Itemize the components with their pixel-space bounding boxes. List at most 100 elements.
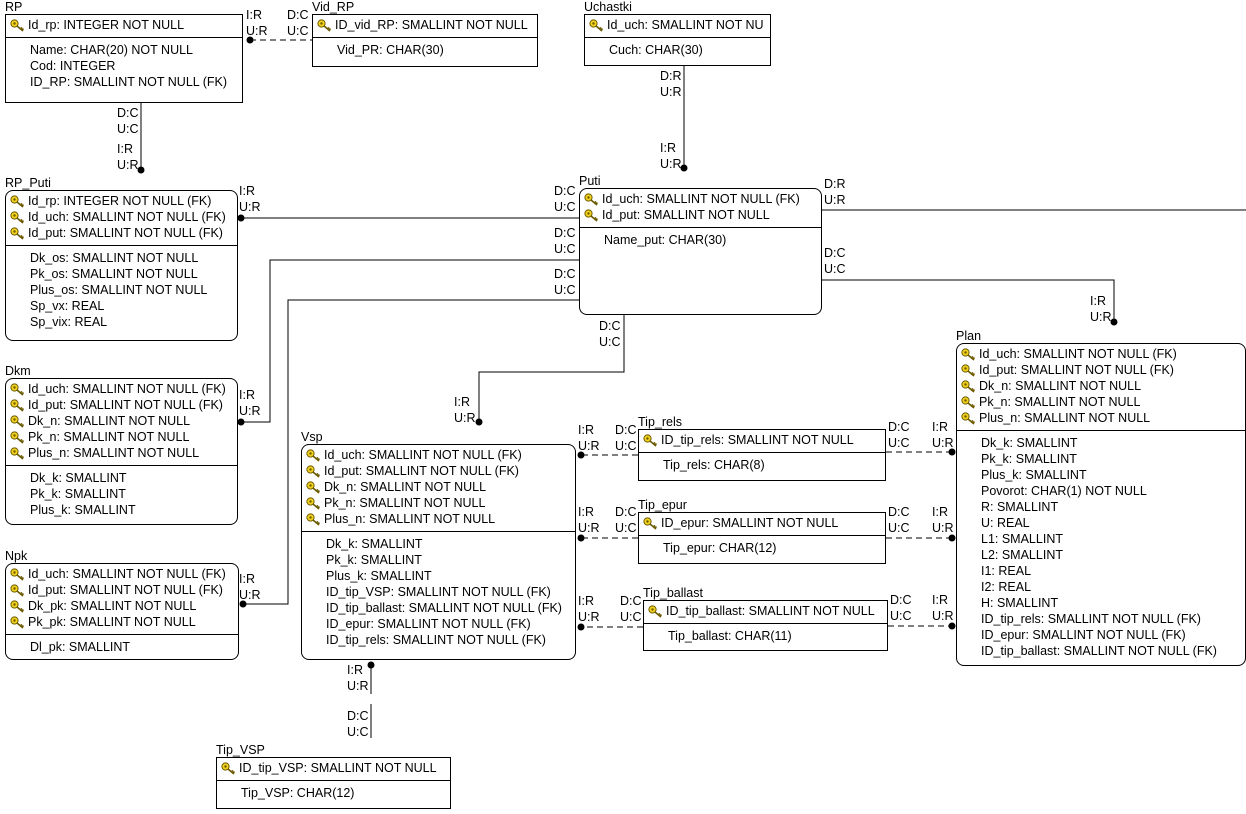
field-label: Pk_n: SMALLINT NOT NULL <box>28 430 190 444</box>
link-endpoint <box>237 418 245 426</box>
primary-key-field: Id_uch: SMALLINT NOT NULL (FK) <box>6 381 237 397</box>
key-icon <box>643 434 661 447</box>
link-endpoint <box>237 214 245 222</box>
attribute-field: U: REAL <box>981 516 1030 530</box>
field-label: Id_rp: INTEGER NOT NULL (FK) <box>28 194 212 208</box>
primary-key-field: ID_tip_ballast: SMALLINT NOT NULL <box>644 603 887 619</box>
cardinality-label: I:R <box>578 505 594 519</box>
cardinality-label: I:R <box>246 8 262 22</box>
attribute-field: ID_tip_ballast: SMALLINT NOT NULL (FK) <box>981 644 1217 658</box>
primary-key-field: Pk_pk: SMALLINT NOT NULL <box>6 614 238 630</box>
primary-key-field: ID_vid_RP: SMALLINT NOT NULL <box>313 17 537 33</box>
primary-key-field: ID_tip_rels: SMALLINT NOT NULL <box>639 432 885 448</box>
link-endpoint <box>475 418 483 426</box>
link-endpoint <box>577 623 585 631</box>
attribute-field: Plus_k: SMALLINT <box>30 503 136 517</box>
field-label: Id_put: SMALLINT NOT NULL (FK) <box>28 226 223 240</box>
key-icon <box>10 211 28 224</box>
cardinality-label: I:R <box>117 142 133 156</box>
key-icon <box>961 380 979 393</box>
primary-key-field: Id_put: SMALLINT NOT NULL (FK) <box>6 397 237 413</box>
attribute-field: L1: SMALLINT <box>981 532 1063 546</box>
link-endpoint <box>948 622 956 630</box>
attribute-field: Plus_os: SMALLINT NOT NULL <box>30 283 208 297</box>
link-puti-npk[interactable] <box>243 299 580 605</box>
cardinality-label: U:C <box>599 335 621 349</box>
entity-title: Uchastki <box>584 0 632 14</box>
link-puti-vsp[interactable] <box>478 315 625 422</box>
cardinality-label: U:R <box>239 588 261 602</box>
entity-table: Id_uch: SMALLINT NOT NULL (FK)Id_put: SM… <box>5 563 239 660</box>
cardinality-label: D:C <box>615 423 637 437</box>
primary-key-field: Id_put: SMALLINT NOT NULL (FK) <box>957 362 1245 378</box>
field-label: Id_uch: SMALLINT NOT NULL (FK) <box>28 382 226 396</box>
primary-key-field: Id_rp: INTEGER NOT NULL (FK) <box>6 193 237 209</box>
cardinality-label: D:C <box>287 8 309 22</box>
cardinality-label: U:R <box>239 200 261 214</box>
link-endpoint <box>1110 318 1118 326</box>
attribute-field: I1: REAL <box>981 564 1032 578</box>
primary-key-field: Pk_n: SMALLINT NOT NULL <box>957 394 1245 410</box>
cardinality-label: U:C <box>890 609 912 623</box>
cardinality-label: I:R <box>454 395 470 409</box>
key-icon <box>961 364 979 377</box>
link-endpoint <box>137 166 145 174</box>
key-icon <box>961 412 979 425</box>
entity-table: Id_uch: SMALLINT NOT NULL (FK)Id_put: SM… <box>5 378 238 525</box>
cardinality-label: U:R <box>660 85 682 99</box>
attribute-field: ID_RP: SMALLINT NOT NULL (FK) <box>30 75 228 89</box>
attribute-field: Plus_k: SMALLINT <box>326 569 432 583</box>
cardinality-label: U:R <box>117 158 139 172</box>
attribute-field: Pk_k: SMALLINT <box>981 452 1077 466</box>
attribute-field: Sp_vx: REAL <box>30 299 105 313</box>
cardinality-label: I:R <box>578 423 594 437</box>
primary-key-field: ID_epur: SMALLINT NOT NULL <box>639 515 885 531</box>
key-icon <box>10 195 28 208</box>
primary-key-field: Dk_n: SMALLINT NOT NULL <box>6 413 237 429</box>
field-label: Id_put: SMALLINT NOT NULL (FK) <box>28 583 223 597</box>
attribute-field: Dk_k: SMALLINT <box>326 537 423 551</box>
entity-table: Id_uch: SMALLINT NOT NULL (FK)Id_put: SM… <box>301 444 576 660</box>
field-label: Dk_n: SMALLINT NOT NULL <box>979 379 1142 393</box>
key-icon <box>317 19 335 32</box>
attribute-field: Name: CHAR(20) NOT NULL <box>30 43 194 57</box>
key-icon <box>10 383 28 396</box>
cardinality-label: U:C <box>347 725 369 739</box>
entity-title: Vsp <box>301 430 323 444</box>
cardinality-label: D:C <box>888 420 910 434</box>
entity-title: Npk <box>5 549 28 563</box>
link-endpoint <box>577 534 585 542</box>
primary-key-field: Id_uch: SMALLINT NOT NULL (FK) <box>580 191 821 207</box>
cardinality-label: U:R <box>246 24 268 38</box>
cardinality-label: U:R <box>239 404 261 418</box>
field-label: Dk_n: SMALLINT NOT NULL <box>324 480 487 494</box>
field-label: ID_tip_rels: SMALLINT NOT NULL <box>661 433 854 447</box>
key-icon <box>584 193 602 206</box>
link-puti-dkm[interactable] <box>241 259 580 423</box>
attribute-field: H: SMALLINT <box>981 596 1059 610</box>
link-endpoint <box>948 534 956 542</box>
key-icon <box>306 465 324 478</box>
key-icon <box>10 399 28 412</box>
key-icon <box>306 513 324 526</box>
entity-title: Tip_epur <box>638 498 687 512</box>
field-label: Id_put: SMALLINT NOT NULL <box>602 208 770 222</box>
cardinality-label: U:C <box>554 200 576 214</box>
attribute-field: L2: SMALLINT <box>981 548 1063 562</box>
field-label: Pk_n: SMALLINT NOT NULL <box>979 395 1141 409</box>
attribute-field: Pk_k: SMALLINT <box>326 553 422 567</box>
cardinality-label: I:R <box>1090 294 1106 308</box>
key-icon <box>221 762 239 775</box>
attribute-field: ID_epur: SMALLINT NOT NULL (FK) <box>326 617 531 631</box>
key-icon <box>10 19 28 32</box>
link-puti-plan[interactable] <box>822 279 1115 322</box>
cardinality-label: U:R <box>578 610 600 624</box>
cardinality-label: U:C <box>554 242 576 256</box>
cardinality-label: U:R <box>454 411 476 425</box>
field-label: Id_put: SMALLINT NOT NULL (FK) <box>324 464 519 478</box>
